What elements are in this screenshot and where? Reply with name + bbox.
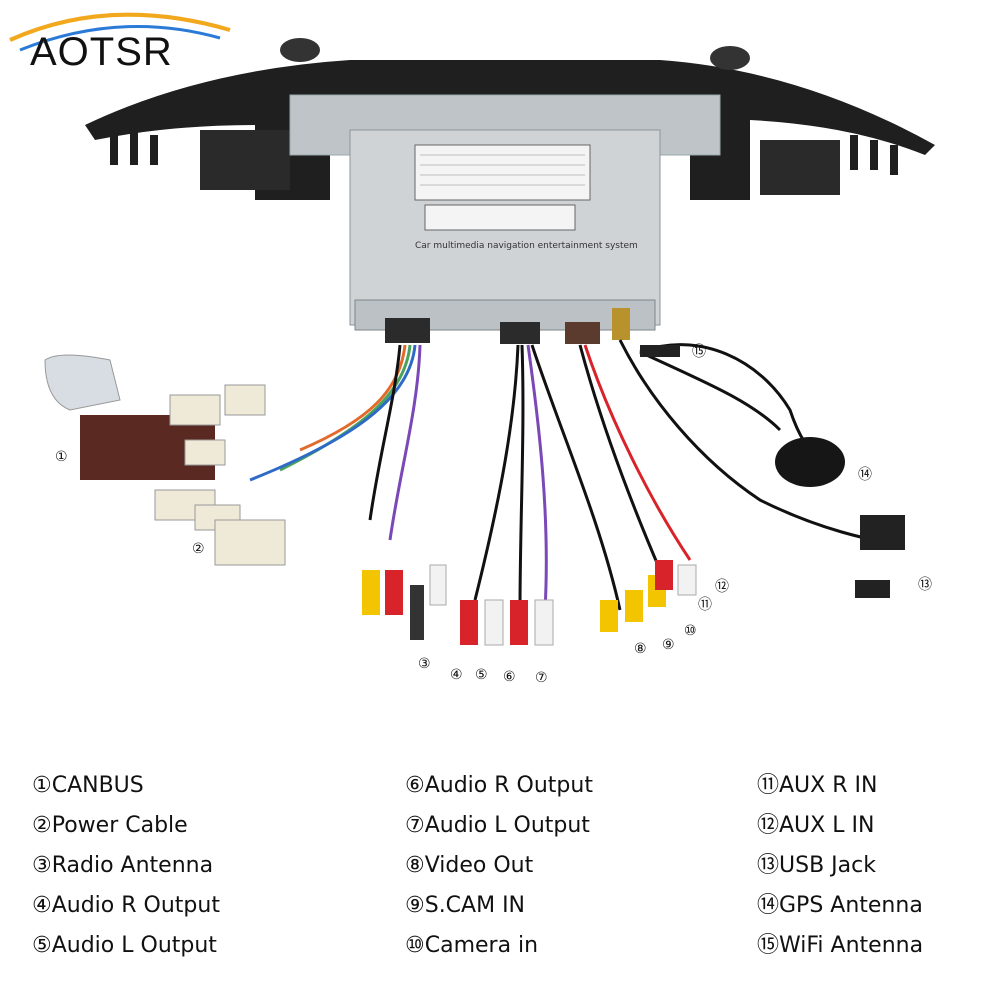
rca-plugs <box>362 560 697 646</box>
legend-column-1: ①CANBUS ②Power Cable ③Radio Antenna ④Aud… <box>32 770 220 970</box>
unit-label-text: Car multimedia navigation entertainment … <box>415 241 638 251</box>
legend-item: ⑤Audio L Output <box>32 933 217 958</box>
legend-item: ⑭GPS Antenna <box>757 893 923 918</box>
legend-item: ⑧Video Out <box>405 853 534 878</box>
callout-8: ⑧ <box>634 641 647 657</box>
legend-item: ⑨S.CAM IN <box>405 893 526 918</box>
callout-12: ⑫ <box>715 579 729 595</box>
brand-logo: AOTSR <box>30 30 173 74</box>
legend-column-2: ⑥Audio R Output ⑦Audio L Output ⑧Video O… <box>405 770 593 970</box>
legend-item: ⑩Camera in <box>405 933 539 958</box>
legend-item: ⑥Audio R Output <box>405 773 593 798</box>
logo-swoosh-orange <box>9 12 231 42</box>
callout-1: ① <box>55 449 68 465</box>
callout-5: ⑤ <box>475 667 488 683</box>
callout-14: ⑭ <box>858 467 872 483</box>
callout-2: ② <box>192 541 205 557</box>
white-connectors <box>154 384 286 566</box>
legend-item: ⑮WiFi Antenna <box>757 933 924 958</box>
legend-item: ⑦Audio L Output <box>405 813 590 838</box>
legend-column-3: ⑪AUX R IN ⑫AUX L IN ⑬USB Jack ⑭GPS Anten… <box>757 770 923 970</box>
usb-gps-parts <box>640 345 905 598</box>
callout-9: ⑨ <box>662 637 675 653</box>
legend-item: ⑬USB Jack <box>757 853 876 878</box>
rear-connectors <box>385 308 630 344</box>
callout-4: ④ <box>450 667 463 683</box>
callout-6: ⑥ <box>503 669 516 685</box>
callout-10: ⑩ <box>684 623 697 639</box>
callout-11: ⑪ <box>698 597 712 613</box>
canbus-module <box>44 354 215 480</box>
callout-3: ③ <box>418 656 431 672</box>
legend-item: ③Radio Antenna <box>32 853 214 878</box>
legend-item: ⑪AUX R IN <box>757 773 878 798</box>
callout-15: ⑮ <box>692 344 706 360</box>
legend-item: ④Audio R Output <box>32 893 220 918</box>
legend-item: ⑫AUX L IN <box>757 813 875 838</box>
callout-13: ⑬ <box>918 577 932 593</box>
legend-item: ②Power Cable <box>32 813 188 838</box>
legend-item: ①CANBUS <box>32 773 144 798</box>
unit-chassis <box>289 94 721 331</box>
callout-7: ⑦ <box>535 670 548 686</box>
logo-swoosh-blue <box>19 24 221 52</box>
